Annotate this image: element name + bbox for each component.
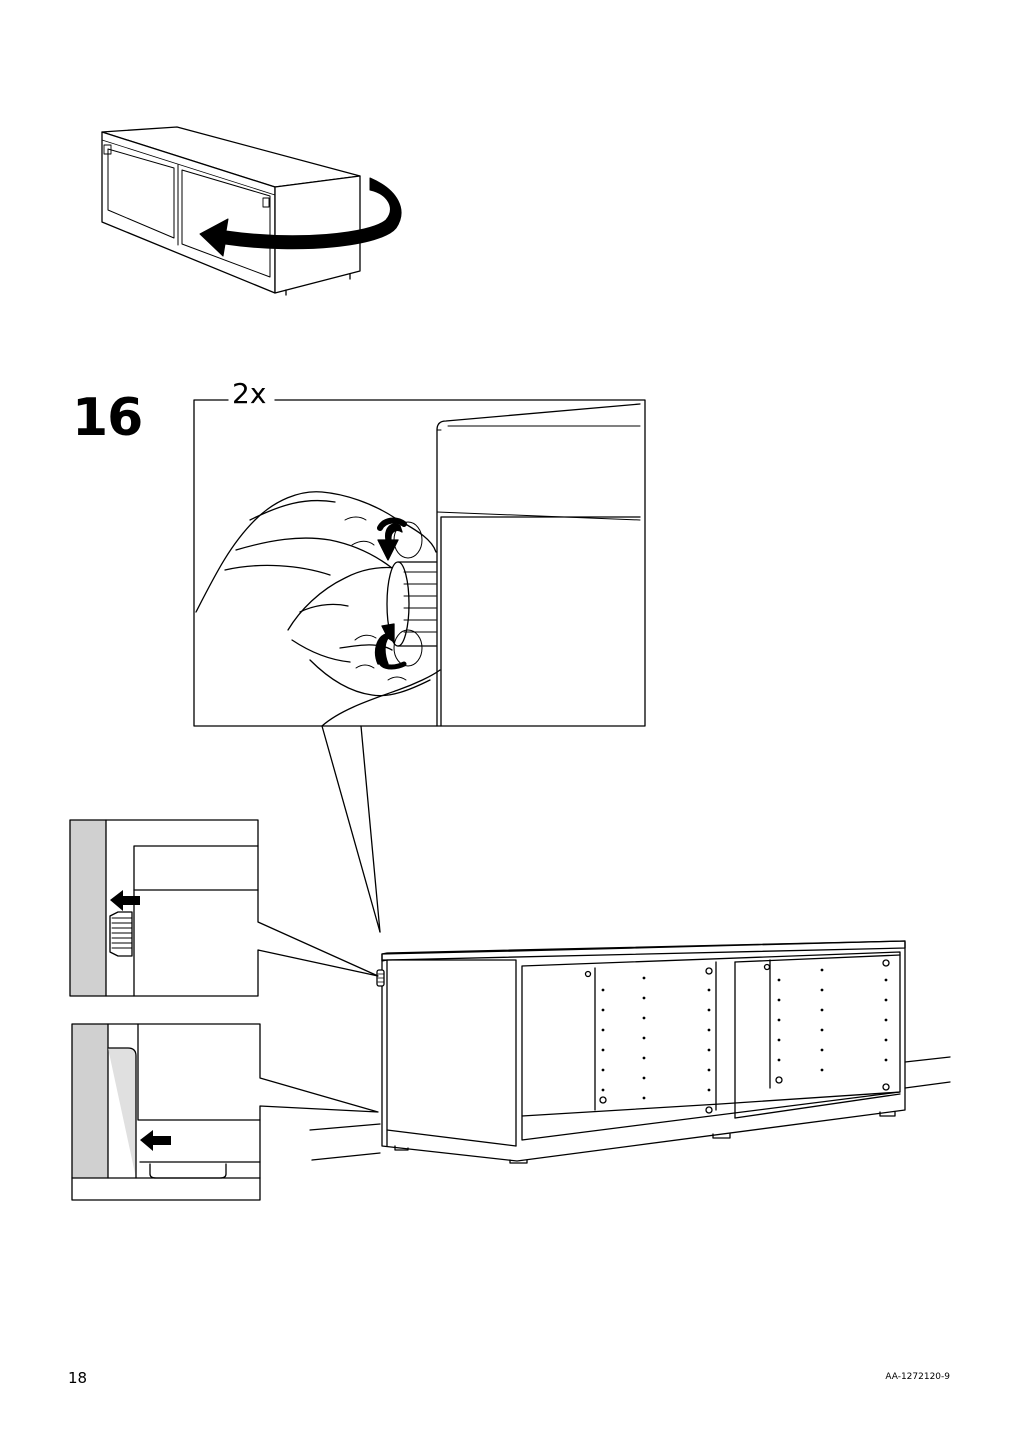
page-number: 18 xyxy=(68,1369,88,1387)
counterclockwise-arrow-icon xyxy=(374,623,407,670)
hand-illustration xyxy=(195,491,441,727)
rotate-arrow-icon xyxy=(199,177,402,257)
left-arrow-icon xyxy=(110,890,140,911)
wall-detail-lower xyxy=(71,1023,379,1201)
open-cabinet-illustration xyxy=(309,940,951,1164)
document-code: AA-1272120-9 xyxy=(885,1372,950,1382)
quantity-label: 2x xyxy=(230,377,269,410)
cabinet-corner-detail xyxy=(436,403,641,727)
clockwise-arrow-icon xyxy=(377,517,407,561)
step-number: 16 xyxy=(72,388,143,448)
callout-pointer xyxy=(321,725,381,933)
adjustable-foot-detail xyxy=(386,521,437,667)
left-arrow-icon xyxy=(140,1130,171,1151)
wall-detail-upper xyxy=(69,819,379,997)
rotated-cabinet-illustration xyxy=(101,126,361,296)
detail-callout-frame xyxy=(193,399,646,727)
